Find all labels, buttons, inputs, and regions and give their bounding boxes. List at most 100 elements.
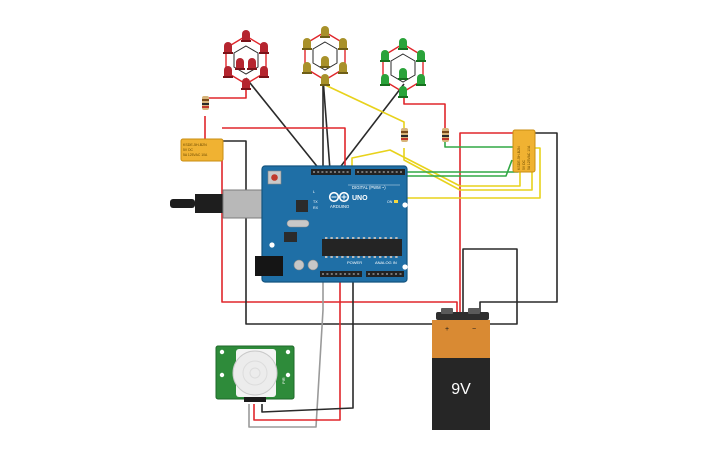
chip-pin — [325, 256, 328, 258]
chip-pin — [335, 237, 339, 239]
header-pin[interactable] — [390, 273, 393, 275]
label-tx: TX — [313, 200, 318, 204]
header-pin[interactable] — [399, 273, 402, 275]
header-pin[interactable] — [330, 273, 333, 275]
relay-right-line3: 5A 125VAC 10A — [527, 145, 531, 170]
header-pin[interactable] — [377, 273, 379, 275]
wire-black-right-loop[interactable] — [479, 132, 558, 318]
wire-black-green-led[interactable] — [337, 83, 405, 171]
header-pin[interactable] — [382, 171, 385, 173]
header-pin[interactable] — [334, 171, 336, 173]
relay-left[interactable]: KSDE-5H-B2N 5V DC 5A 125VAC 10A — [180, 138, 224, 162]
wire-yellow-arduino[interactable] — [351, 149, 521, 187]
header-pin[interactable] — [395, 171, 398, 173]
header-pin[interactable] — [352, 273, 355, 275]
header-pin[interactable] — [325, 171, 328, 173]
header-pin[interactable] — [391, 171, 394, 173]
header-pin[interactable] — [339, 273, 342, 275]
header-pin[interactable] — [348, 273, 351, 275]
wire-green-2[interactable] — [406, 152, 519, 173]
red-led[interactable] — [241, 78, 251, 90]
green-led[interactable] — [416, 74, 426, 86]
usb-cable — [170, 199, 195, 208]
yellow-led[interactable] — [302, 38, 312, 50]
power-header-label: POWER — [347, 260, 362, 265]
red-led[interactable] — [259, 42, 269, 54]
battery-top-band — [432, 320, 490, 358]
wire-black-red-led[interactable] — [245, 77, 321, 171]
green-led[interactable] — [416, 50, 426, 62]
header-pin[interactable] — [322, 273, 324, 275]
yellow-led[interactable] — [320, 26, 330, 38]
wire-green-1[interactable] — [444, 140, 518, 148]
header-pin[interactable] — [357, 171, 359, 173]
green-led[interactable] — [380, 74, 390, 86]
header-pin[interactable] — [357, 273, 360, 275]
header-pin[interactable] — [368, 273, 370, 275]
pir-sensor[interactable]: PIR — [215, 345, 295, 402]
red-led[interactable] — [235, 58, 245, 70]
header-pin[interactable] — [346, 171, 349, 173]
red-led[interactable] — [259, 66, 269, 78]
chip-pin — [362, 256, 366, 258]
yellow-led[interactable] — [320, 56, 330, 68]
wire-pir-red[interactable] — [253, 276, 341, 421]
header-pin[interactable] — [395, 273, 397, 275]
green-led[interactable] — [398, 68, 408, 80]
header-pin[interactable] — [313, 171, 315, 173]
header-pin[interactable] — [400, 171, 402, 173]
header-pin[interactable] — [321, 171, 324, 173]
wire-yellow-relay[interactable] — [403, 148, 533, 191]
header-pin[interactable] — [369, 171, 372, 173]
header-pin[interactable] — [326, 273, 329, 275]
green-led[interactable] — [398, 38, 408, 50]
wire-green-3[interactable] — [390, 159, 513, 177]
header-pin[interactable] — [387, 171, 390, 173]
yellow-led[interactable] — [302, 62, 312, 74]
yellow-led[interactable] — [320, 74, 330, 86]
chip-pin — [362, 237, 366, 239]
relay-left-line3: 5A 125VAC 10A — [183, 153, 208, 157]
bottom-pins — [322, 273, 402, 275]
red-led[interactable] — [223, 66, 233, 78]
header-pin[interactable] — [344, 273, 346, 275]
wire-red-arduino-top[interactable] — [222, 127, 346, 172]
yellow-led[interactable] — [338, 62, 348, 74]
header-pin[interactable] — [335, 273, 338, 275]
label-rx: RX — [313, 206, 319, 210]
header-pin[interactable] — [338, 171, 341, 173]
header-pin[interactable] — [374, 171, 377, 173]
red-led[interactable] — [241, 30, 251, 42]
header-pin[interactable] — [386, 273, 388, 275]
relay-right[interactable]: KSDE-5H-B2N 5V DC 5A 125VAC 10A — [512, 129, 536, 173]
atmega-chip — [322, 239, 402, 256]
red-led[interactable] — [247, 58, 257, 70]
resistor-3[interactable] — [442, 128, 449, 142]
wire-black-battery-top[interactable] — [462, 248, 518, 325]
wire-black-yellow-led-b[interactable] — [322, 77, 331, 171]
header-pin[interactable] — [378, 171, 381, 173]
wire-red-led-top[interactable] — [204, 88, 247, 104]
battery-9v[interactable]: + − 9V — [432, 308, 490, 430]
yellow-led[interactable] — [338, 38, 348, 50]
header-pin[interactable] — [342, 171, 345, 173]
green-led[interactable] — [398, 86, 408, 98]
resistor-1[interactable] — [202, 96, 209, 110]
header-pin[interactable] — [329, 171, 332, 173]
chip-pin — [373, 256, 376, 258]
header-pin[interactable] — [381, 273, 384, 275]
arduino-uno[interactable]: DIGITAL (PWM ~) UNO ARDUINO L TX RX ON — [170, 165, 408, 283]
arduino-logo — [328, 191, 350, 203]
header-pin[interactable] — [365, 171, 368, 173]
resistor-2[interactable] — [401, 128, 408, 142]
header-pin[interactable] — [317, 171, 320, 173]
wire-pir-black[interactable] — [261, 276, 354, 413]
header-pin[interactable] — [361, 171, 364, 173]
wire-red-green-led[interactable] — [403, 98, 446, 128]
header-pin[interactable] — [372, 273, 375, 275]
green-led[interactable] — [380, 50, 390, 62]
wire-red-right-loop[interactable] — [459, 132, 520, 318]
wire-pir-grey[interactable] — [248, 276, 324, 428]
red-led[interactable] — [223, 42, 233, 54]
